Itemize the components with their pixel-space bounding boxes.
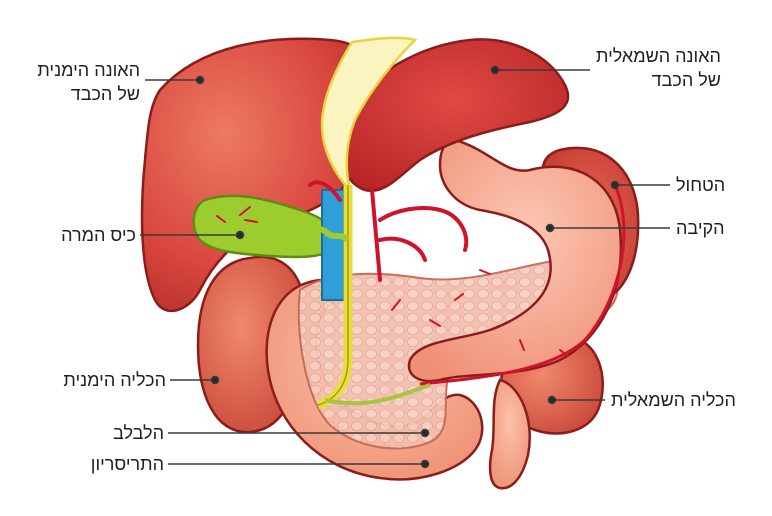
stomach xyxy=(407,138,623,383)
label-right-lobe-line2: של הכבד xyxy=(70,84,140,104)
label-right-lobe-line1: האונה הימנית xyxy=(37,60,140,80)
label-spleen: הטחול xyxy=(676,175,726,195)
label-right-kidney: הכליה הימנית xyxy=(63,370,166,390)
label-duodenum: התריסריון xyxy=(90,454,164,474)
portal-vein xyxy=(321,189,345,301)
liver-left-lobe xyxy=(336,38,570,193)
falciform-ligament xyxy=(320,36,418,195)
gallbladder xyxy=(192,194,338,259)
leader-lines xyxy=(140,65,670,469)
label-pancreas: הלבלב xyxy=(113,423,164,443)
label-stomach: הקיבה xyxy=(676,218,725,238)
cystic-duct xyxy=(298,222,351,243)
label-left-lobe-line2: של הכבד xyxy=(651,70,721,90)
label-left-lobe-line1: האונה השמאלית xyxy=(596,46,721,66)
stomach-vessel xyxy=(419,184,626,386)
hepatic-artery xyxy=(308,180,469,282)
pancreatic-duct xyxy=(324,383,431,406)
label-gallbladder: כיס המרה xyxy=(61,225,136,245)
jejunum xyxy=(488,378,531,490)
label-left-lobe: האונה השמאלית של הכבד xyxy=(596,44,721,92)
label-right-lobe: האונה הימנית של הכבד xyxy=(37,58,140,106)
label-left-kidney: הכליה השמאלית xyxy=(611,390,736,410)
